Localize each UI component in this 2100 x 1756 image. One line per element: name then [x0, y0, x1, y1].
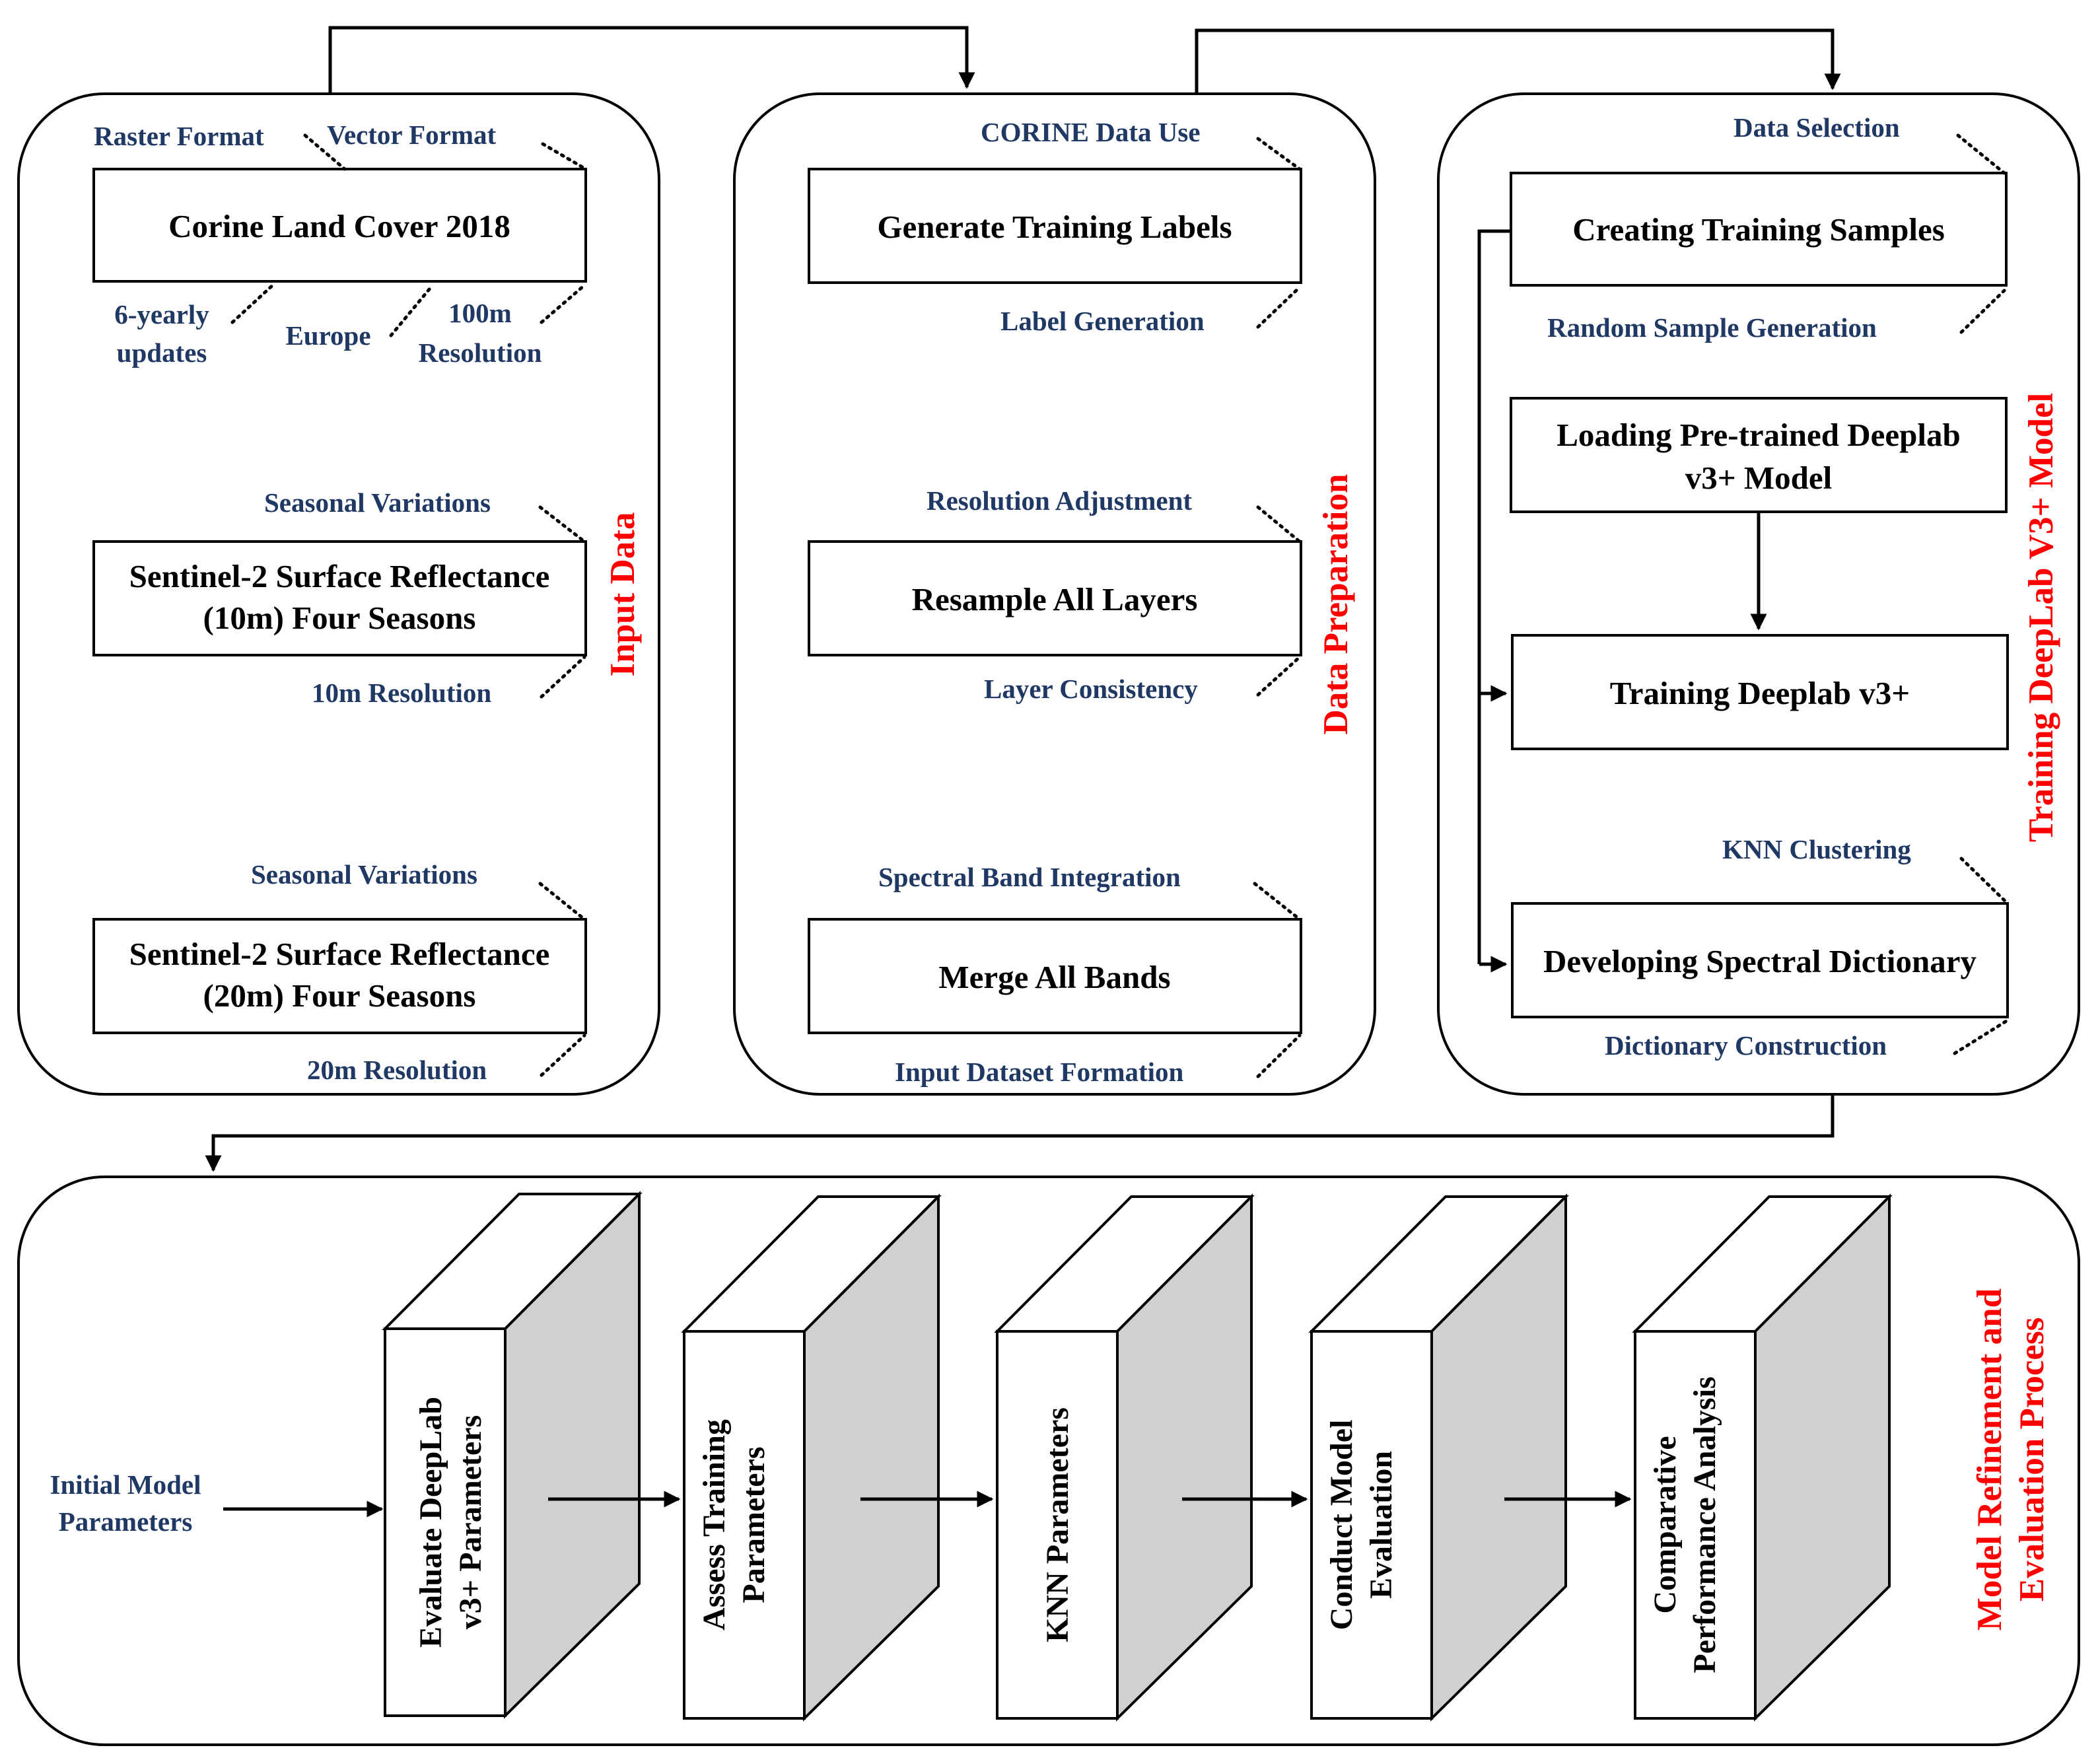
six-yearly-dotted-leader [230, 282, 276, 324]
cube-2-line-1: Assess Training [697, 1419, 732, 1631]
samples-branch-line [1477, 229, 1511, 964]
cube-1-front-face [384, 1327, 507, 1717]
connector-input-to-prep [328, 26, 975, 94]
resolution-100m-label-2: Resolution [419, 337, 542, 368]
connector-prep-to-training [1195, 28, 1841, 94]
dictionary-construction-label: Dictionary Construction [1605, 1030, 1887, 1061]
random-sample-generation-label: Random Sample Generation [1547, 312, 1877, 343]
seasonal-variations-10m-label: Seasonal Variations [264, 487, 491, 518]
spectral-dictionary-box [1511, 902, 2009, 1018]
resolution-adjustment-dotted-leader [1256, 505, 1302, 544]
corine-data-use-label: CORINE Data Use [981, 117, 1201, 147]
cube-3-line-1: KNN Parameters [1040, 1407, 1075, 1642]
cube-4-line-2: Evaluation [1364, 1451, 1399, 1599]
resolution-10m-label: 10m Resolution [312, 678, 491, 708]
cube-1-line-1: Evaluate DeepLab [413, 1397, 448, 1648]
training-deeplab-label: Training Deeplab v3+ [1610, 675, 1910, 711]
cube-1-line-2: v3+ Parameters [453, 1415, 488, 1630]
generate-labels-label: Generate Training Labels [877, 209, 1232, 245]
cube-5-line-2: Performance Analysis [1687, 1376, 1722, 1673]
input-dataset-formation-label: Input Dataset Formation [895, 1057, 1184, 1087]
resample-layers-label: Resample All Layers [912, 581, 1198, 617]
cube-2-line-2: Parameters [736, 1446, 771, 1603]
creating-samples-box [1510, 172, 2008, 287]
initial-model-label-1: Initial Model [50, 1469, 201, 1500]
input-data-title: Input Data [604, 512, 642, 677]
resolution-10m-dotted-leader [540, 655, 586, 699]
sentinel-10m-line-2: (10m) Four Seasons [203, 600, 476, 636]
corine-box [92, 168, 587, 283]
seasonal-20m-dotted-leader [538, 882, 586, 921]
cube-assess-training: Assess Training Parameters [681, 1193, 942, 1722]
vector-format-label: Vector Format [327, 120, 496, 150]
seasonal-variations-20m-label: Seasonal Variations [251, 859, 477, 890]
sentinel-10m-box [92, 540, 587, 656]
resolution-100m-dotted-leader [540, 283, 586, 324]
spectral-band-integration-label: Spectral Band Integration [878, 862, 1181, 892]
cube-5-line-1: Comparative [1648, 1436, 1683, 1613]
knn-clustering-dotted-leader [1959, 857, 2010, 905]
cube-2-front-face [683, 1330, 806, 1720]
loading-pretrained-line-1: Loading Pre-trained Deeplab [1557, 417, 1961, 453]
cube-5-front-face [1634, 1330, 1757, 1720]
corine-data-use-dotted-leader [1256, 137, 1302, 171]
six-yearly-label-1: 6-yearly [114, 299, 209, 330]
six-yearly-label-2: updates [117, 337, 207, 368]
connector-training-to-refinement [205, 1094, 1835, 1172]
raster-format-label: Raster Format [94, 121, 264, 151]
layer-consistency-label: Layer Consistency [984, 674, 1198, 704]
spectral-dictionary-label: Developing Spectral Dictionary [1543, 943, 1977, 979]
europe-dotted-leader [389, 283, 435, 337]
merge-bands-label: Merge All Bands [938, 959, 1170, 995]
resample-layers-box [808, 540, 1302, 656]
sentinel-10m-line-1: Sentinel-2 Surface Reflectance [129, 558, 550, 594]
label-generation-dotted-leader [1256, 285, 1302, 329]
data-selection-dotted-leader [1956, 133, 2006, 175]
generate-labels-box [808, 168, 1302, 284]
raster-dotted-leader [303, 133, 347, 171]
creating-samples-label: Creating Training Samples [1572, 211, 1945, 248]
data-preparation-title: Data Preparation [1317, 474, 1355, 735]
dictionary-construction-dotted-leader [1953, 1018, 2010, 1055]
resolution-20m-label: 20m Resolution [307, 1055, 487, 1085]
training-title: Training DeepLab V3+ Model [2022, 393, 2060, 843]
resolution-20m-dotted-leader [540, 1034, 586, 1077]
knn-clustering-label: KNN Clustering [1722, 834, 1911, 864]
cube-comparative-analysis: Comparative Performance Analysis [1632, 1193, 1893, 1722]
data-selection-label: Data Selection [1733, 112, 1900, 143]
spectral-band-dotted-leader [1253, 882, 1302, 921]
seasonal-10m-dotted-leader [538, 505, 586, 544]
resolution-100m-label-1: 100m [448, 298, 512, 328]
cube-conduct-evaluation: Conduct Model Evaluation [1308, 1193, 1569, 1722]
europe-label: Europe [285, 320, 370, 351]
initial-model-label-2: Parameters [59, 1506, 193, 1537]
layer-consistency-dotted-leader [1256, 655, 1302, 697]
resolution-adjustment-label: Resolution Adjustment [927, 485, 1192, 516]
vector-dotted-leader [541, 142, 588, 171]
loading-pretrained-line-2: v3+ Model [1685, 460, 1833, 496]
sentinel-20m-line-1: Sentinel-2 Surface Reflectance [129, 936, 550, 972]
sentinel-20m-line-2: (20m) Four Seasons [203, 977, 476, 1014]
cube-evaluate-deeplab: Evaluate DeepLab v3+ Parameters [382, 1191, 643, 1719]
cube-3-front-face [996, 1330, 1119, 1720]
cube-4-line-1: Conduct Model [1324, 1420, 1359, 1631]
training-deeplab-box [1511, 634, 2009, 750]
random-sample-dotted-leader [1959, 289, 2006, 334]
corine-box-label: Corine Land Cover 2018 [168, 208, 510, 244]
input-dataset-dotted-leader [1256, 1034, 1302, 1078]
label-generation-label: Label Generation [1000, 306, 1205, 336]
sentinel-20m-box [92, 918, 587, 1034]
refinement-title-line-2: Evaluation Process [2013, 1317, 2051, 1601]
cube-knn-parameters: KNN Parameters [994, 1193, 1255, 1722]
merge-bands-box [808, 918, 1302, 1034]
refinement-title-line-1: Model Refinement and [1971, 1288, 2009, 1631]
cube-4-front-face [1310, 1330, 1433, 1720]
